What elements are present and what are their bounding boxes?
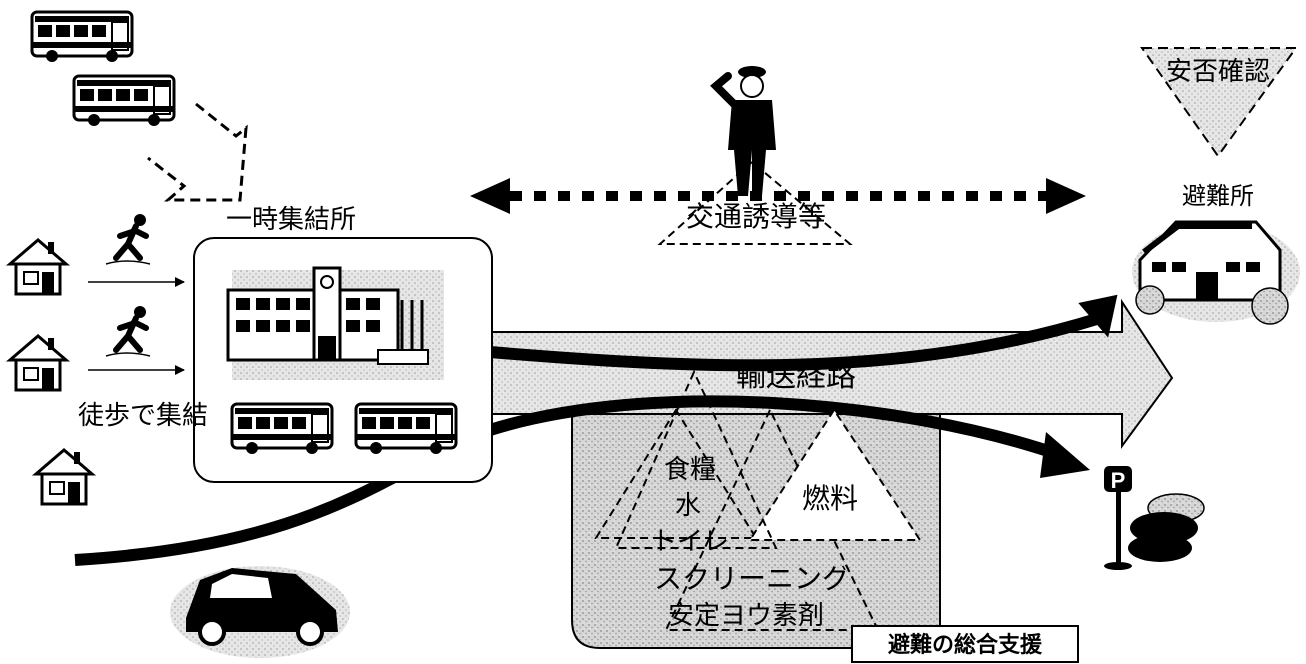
traffic-guidance-label: 交通誘導等 (686, 200, 826, 233)
fuel-triangle (748, 408, 922, 541)
bus-icon (230, 402, 334, 456)
screening-label: スクリーニング (654, 562, 850, 595)
evacuation-support-box (851, 625, 1079, 663)
car-icon (170, 566, 350, 658)
route-curve-lower-head (1040, 432, 1090, 478)
bus-icon (354, 402, 458, 456)
water-label: 水 (675, 491, 701, 521)
safety-check-label: 安否確認 (1166, 57, 1270, 87)
bus-dashed-arrow (147, 102, 248, 202)
route-curve-upper (465, 312, 1102, 372)
parking-sign-icon: P (1104, 466, 1205, 570)
runner-icon (106, 306, 150, 356)
route-curve-upper-head (1078, 294, 1118, 338)
school-building-icon (226, 266, 444, 380)
traffic-arrow-left (470, 178, 510, 214)
traffic-arrow-right (1046, 178, 1086, 214)
temporary-assembly-label: 一時集結所 (226, 205, 356, 235)
police-officer-icon (710, 66, 776, 196)
runner-icon (106, 214, 150, 264)
svg-text:P: P (1111, 468, 1126, 493)
food-label: 食糧 (664, 455, 716, 485)
shelter-building-icon (1132, 220, 1300, 325)
transport-triangle (614, 369, 778, 549)
bus-icon (30, 10, 134, 64)
house-icon (8, 334, 68, 392)
traffic-triangle (657, 160, 853, 245)
route-curve-lower (74, 395, 1062, 566)
transport-route-label: 輸送経路 (736, 359, 856, 394)
toilet-label: トイレ (651, 527, 729, 557)
evacuation-support-label: 避難の総合支援 (888, 632, 1043, 658)
house-icon (8, 238, 68, 296)
iodine-label: 安定ヨウ素剤 (668, 601, 824, 631)
shelter-label: 避難所 (1182, 182, 1254, 210)
house-icon (34, 448, 94, 506)
fuel-label: 燃料 (802, 482, 858, 515)
bus-icon (72, 74, 176, 128)
walk-assembly-label: 徒歩で集結 (78, 401, 208, 431)
safety-check-triangle (1140, 47, 1298, 158)
